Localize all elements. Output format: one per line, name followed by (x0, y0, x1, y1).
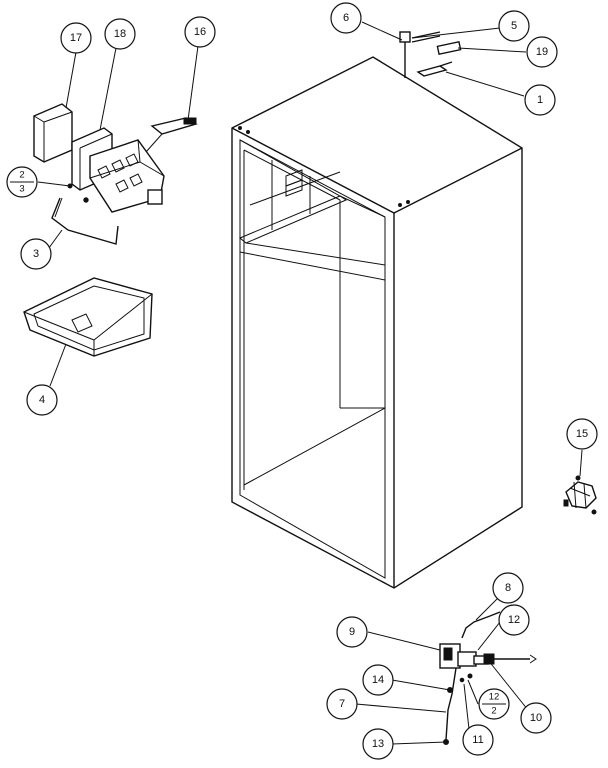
callout-6-label: 6 (343, 12, 349, 24)
callout-12-2-top-label: 12 (489, 692, 500, 703)
callout-9: 9 (336, 616, 368, 648)
callout-11-label: 11 (472, 734, 483, 746)
callout-15: 15 (566, 418, 598, 450)
callout-17-label: 17 (70, 32, 82, 44)
callout-3: 3 (20, 238, 52, 270)
callout-6: 6 (330, 2, 362, 34)
callout-8: 8 (492, 572, 524, 604)
callout-2-3-bottom-label: 3 (19, 184, 24, 195)
callout-5: 5 (498, 10, 530, 42)
callout-11: 11 (462, 724, 494, 756)
callout-10-label: 10 (530, 712, 542, 724)
callout-3-label: 3 (33, 248, 39, 260)
callout-2-3: 2 3 (6, 166, 38, 198)
callout-7-label: 7 (339, 698, 345, 710)
callout-10: 10 (520, 702, 552, 734)
callout-7: 7 (326, 688, 358, 720)
callout-9-label: 9 (349, 626, 355, 638)
callout-1: 1 (524, 84, 556, 116)
callout-8-label: 8 (505, 582, 511, 594)
callout-4-label: 4 (39, 394, 45, 406)
callout-13-label: 13 (372, 738, 384, 750)
refrigerator-cabinet (231, 56, 523, 589)
callout-12-2-bottom-label: 2 (491, 706, 496, 717)
callout-14: 14 (362, 664, 394, 696)
callout-16: 16 (184, 16, 216, 48)
top-valve-assembly (361, 21, 527, 97)
callout-13: 13 (362, 728, 394, 760)
icemaker-assembly (33, 45, 199, 213)
part-15-valve (563, 449, 597, 515)
callout-19: 19 (526, 36, 558, 68)
callout-19-label: 19 (536, 46, 548, 58)
ice-storage-bin (23, 277, 153, 387)
callout-12-2: 12 2 (478, 688, 510, 720)
callout-18-label: 18 (114, 28, 126, 40)
callout-1-label: 1 (537, 94, 543, 106)
ice-bail-wire (45, 197, 119, 253)
callout-12: 12 (498, 604, 530, 636)
callout-12-label: 12 (508, 614, 520, 626)
callout-14-label: 14 (372, 674, 384, 686)
callout-5-label: 5 (511, 20, 517, 32)
callout-16-label: 16 (194, 26, 206, 38)
callout-15-label: 15 (576, 428, 588, 440)
callout-18: 18 (104, 18, 136, 50)
callout-4: 4 (26, 384, 58, 416)
callout-2-3-top-label: 2 (19, 170, 24, 181)
water-valve-assembly (355, 597, 537, 745)
callout-17: 17 (60, 22, 92, 54)
